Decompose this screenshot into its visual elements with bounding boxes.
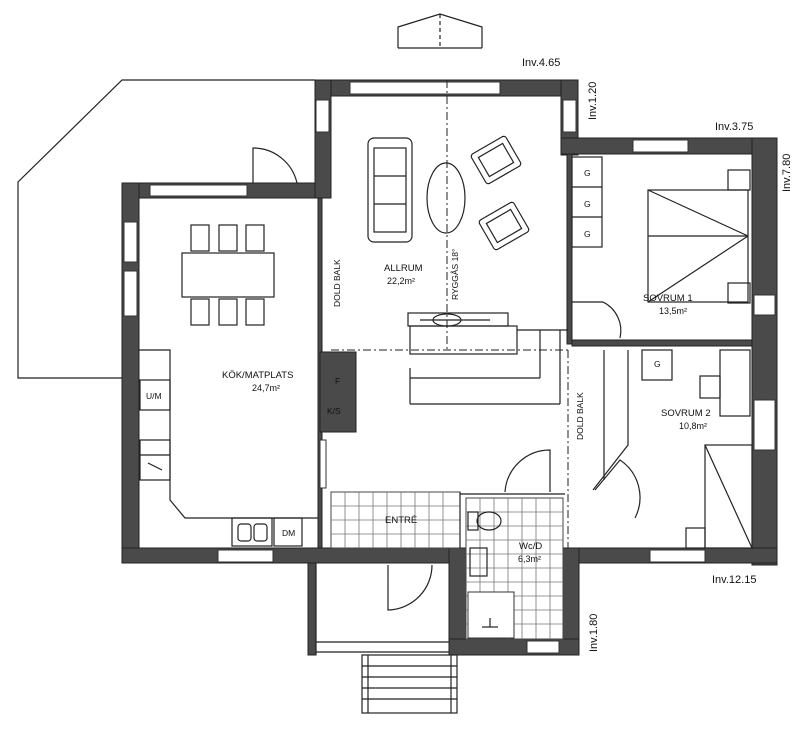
bathroom-tiles: [465, 497, 564, 640]
roof-outline: [397, 13, 483, 49]
label-ryggas: RYGGÅS 18°: [450, 249, 460, 300]
label-wardrobe-g: G: [654, 359, 661, 369]
room-area-kok: 24,7m²: [252, 383, 280, 393]
label-dold-balk-2: DOLD BALK: [575, 392, 585, 440]
porch: [315, 563, 449, 655]
room-area-allrum: 22,2m²: [387, 276, 415, 286]
label-f: F: [335, 376, 340, 386]
room-label-kok: KÖK/MATPLATS: [222, 370, 293, 381]
sofa: [367, 137, 413, 243]
level-inv-1-80: Inv.1.80: [588, 614, 600, 652]
toilet: [467, 511, 502, 531]
wardrobe: [571, 156, 603, 248]
label-ks: K/S: [327, 406, 341, 416]
dining-table: [181, 224, 275, 326]
kitchen-counter: [139, 349, 318, 547]
doors: [252, 147, 641, 611]
room-label-sovrum-1: SOVRUM 1: [643, 293, 693, 304]
fireplace: [407, 312, 568, 405]
level-inv-12-15: Inv.12.15: [712, 574, 756, 586]
label-dm: DM: [282, 528, 295, 538]
stairs: [361, 654, 458, 714]
label-um: U/M: [146, 391, 162, 401]
single-bed: [685, 444, 753, 549]
windows: [123, 81, 776, 654]
washing-machine: [469, 547, 488, 577]
wardrobe-sovrum-2: [641, 349, 673, 381]
desk: [699, 349, 751, 417]
double-bed: [647, 169, 751, 304]
terrace-outline: [17, 79, 315, 379]
label-wardrobe-g: G: [584, 229, 591, 239]
room-area-sovrum-2: 10,8m²: [679, 421, 707, 431]
room-label-sovrum-2: SOVRUM 2: [661, 408, 711, 419]
beam-lines: [321, 80, 569, 548]
armchair: [470, 135, 522, 185]
armchair: [478, 201, 530, 251]
entrance-tiles: [330, 491, 565, 549]
room-label-wc: Wc/D: [519, 541, 542, 552]
label-dold-balk-1: DOLD BALK: [332, 259, 342, 307]
label-wardrobe-g: G: [584, 168, 591, 178]
room-area-wc: 6,3m²: [518, 554, 541, 564]
coffee-table: [426, 162, 466, 234]
level-inv-7-80: Inv.7.80: [781, 154, 793, 192]
level-inv-4-65: Inv.4.65: [522, 57, 560, 69]
room-area-sovrum-1: 13,5m²: [659, 306, 687, 316]
level-inv-1-20: Inv.1.20: [587, 82, 599, 120]
level-inv-3-75: Inv.3.75: [715, 121, 753, 133]
room-label-allrum: ALLRUM: [384, 263, 423, 274]
walls: [121, 79, 778, 656]
label-wardrobe-g: G: [584, 199, 591, 209]
room-label-entre: ENTRÉ: [385, 515, 417, 526]
